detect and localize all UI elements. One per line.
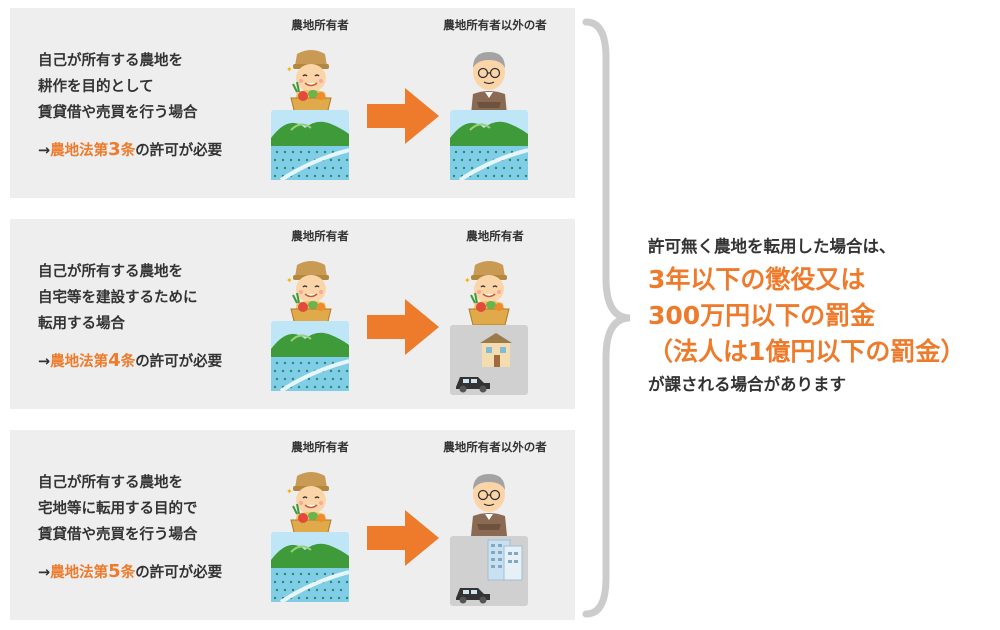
case-description: 自己が所有する農地を 自宅等を建設するために 転用する場合 (38, 259, 278, 337)
farmer-illustration (463, 260, 510, 325)
desc-line: 宅地等に転用する目的で (38, 501, 198, 517)
law-name: 農地法第 (50, 143, 109, 159)
curly-brace-icon (582, 18, 631, 618)
law-requirement: →農地法第4条の許可が必要 (38, 350, 278, 371)
right-role-label: 農地所有者以外の者 (443, 440, 547, 454)
farmer-illustration (285, 260, 332, 325)
law-number: 5 (108, 561, 121, 582)
law-name: 農地法第 (50, 565, 109, 581)
left-role-label: 農地所有者 (291, 440, 349, 454)
farmer-illustration (285, 49, 332, 114)
desc-line: 賃貸借や売買を行う場合 (38, 105, 198, 121)
summary-fine: 300万円以下の罰金 (648, 301, 876, 330)
transfer-arrow-icon (367, 299, 439, 355)
transfer-arrow-icon (367, 510, 439, 566)
law-suffix: の許可が必要 (135, 565, 223, 581)
left-role-label: 農地所有者 (291, 18, 349, 32)
desc-line: 耕作を目的として (38, 79, 154, 95)
farmland-illustration (271, 532, 349, 602)
law-number: 3 (108, 139, 121, 160)
desc-line: 自己が所有する農地を (38, 475, 183, 491)
right-role-label: 農地所有者 (466, 229, 524, 243)
farmland-illustration (271, 321, 349, 391)
law-name: 農地法第 (50, 354, 109, 370)
desc-line: 転用する場合 (38, 316, 125, 332)
farmer-illustration (285, 471, 332, 536)
law-prefix: → (38, 143, 51, 159)
summary-corporate-fine: （法人は1億円以下の罰金） (648, 337, 966, 366)
law-prefix: → (38, 354, 51, 370)
law-prefix: → (38, 565, 51, 581)
summary-intro: 許可無く農地を転用した場合は、 (648, 237, 896, 256)
law-suffix: の許可が必要 (135, 143, 223, 159)
case-description: 自己が所有する農地を 耕作を目的として 賃貸借や売買を行う場合 (38, 48, 278, 126)
right-role-label: 農地所有者以外の者 (443, 18, 547, 32)
other-person-illustration (470, 51, 508, 114)
farmland-illustration (450, 110, 528, 180)
desc-line: 自己が所有する農地を (38, 53, 183, 69)
desc-line: 自己が所有する農地を (38, 264, 183, 280)
law-article: 条 (120, 565, 136, 581)
desc-line: 賃貸借や売買を行う場合 (38, 527, 198, 543)
summary-imprisonment: 3年以下の懲役又は (648, 265, 866, 294)
house-with-car-illustration (450, 325, 528, 395)
farmland-illustration (271, 110, 349, 180)
building-with-car-illustration (450, 536, 528, 606)
law-suffix: の許可が必要 (135, 354, 223, 370)
law-number: 4 (108, 350, 121, 371)
left-role-label: 農地所有者 (291, 229, 349, 243)
penalty-summary: 許可無く農地を転用した場合は、 3年以下の懲役又は 300万円以下の罰金 （法人… (648, 232, 993, 400)
desc-line: 自宅等を建設するために (38, 290, 198, 306)
law-article: 条 (120, 143, 136, 159)
transfer-arrow-icon (367, 88, 439, 144)
law-article: 条 (120, 354, 136, 370)
other-person-illustration (470, 473, 508, 536)
summary-closing: が課される場合があります (648, 375, 846, 394)
case-description: 自己が所有する農地を 宅地等に転用する目的で 賃貸借や売買を行う場合 (38, 470, 278, 548)
law-requirement: →農地法第5条の許可が必要 (38, 561, 278, 582)
law-requirement: →農地法第3条の許可が必要 (38, 139, 278, 160)
